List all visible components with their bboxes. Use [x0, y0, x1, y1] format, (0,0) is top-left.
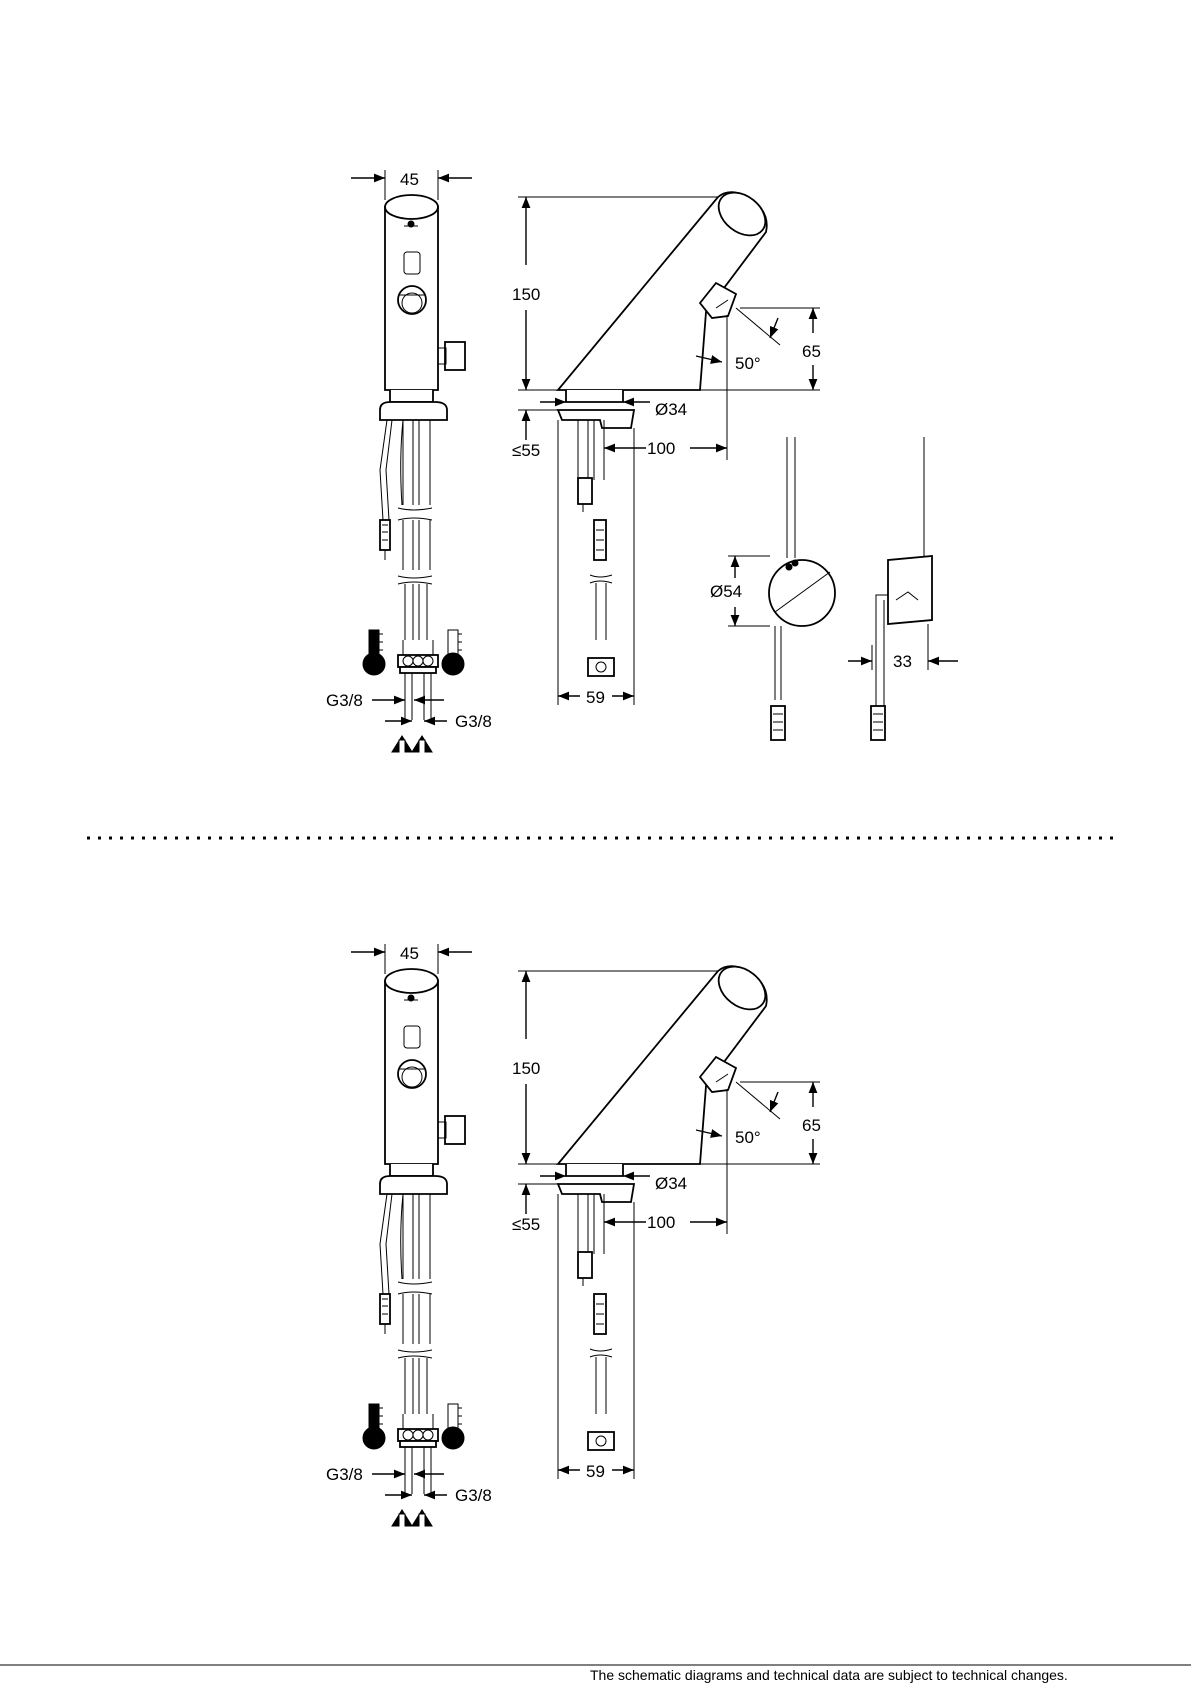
dim-thread-left: G3/8 [326, 691, 363, 710]
dim-base-depth: 59 [586, 688, 605, 707]
dim-projection: 100 [647, 439, 675, 458]
dim-thread-right-2: G3/8 [455, 1486, 492, 1505]
dim-flange-diameter-2: Ø34 [655, 1174, 687, 1193]
control-box-view [728, 437, 958, 740]
dim-flange-diameter: Ø34 [655, 400, 687, 419]
dim-mount-thickness-2: ≤55 [512, 1215, 540, 1234]
dim-thread-left-2: G3/8 [326, 1465, 363, 1484]
dim-base-depth-2: 59 [586, 1462, 605, 1481]
drawing-1: 45 150 65 50° Ø34 ≤55 100 59 G3/8 G3/8 Ø… [326, 170, 958, 752]
drawing-2: 45 150 65 50° Ø34 ≤55 100 59 G3/8 G3/8 [326, 944, 821, 1526]
dim-box-diameter: Ø54 [710, 582, 742, 601]
dim-angle-2: 50° [735, 1128, 761, 1147]
front-view-1 [351, 170, 472, 752]
front-view-2 [351, 944, 472, 1526]
dim-mount-thickness: ≤55 [512, 441, 540, 460]
dim-projection-2: 100 [647, 1213, 675, 1232]
dim-sensor-height: 65 [802, 342, 821, 361]
dim-box-depth: 33 [893, 652, 912, 671]
dim-height-2: 150 [512, 1059, 540, 1078]
dim-angle: 50° [735, 354, 761, 373]
dim-height: 150 [512, 285, 540, 304]
dim-thread-right: G3/8 [455, 712, 492, 731]
footer-note: The schematic diagrams and technical dat… [590, 1667, 1190, 1683]
dim-sensor-height-2: 65 [802, 1116, 821, 1135]
dim-width-2: 45 [400, 944, 419, 963]
dim-width: 45 [400, 170, 419, 189]
